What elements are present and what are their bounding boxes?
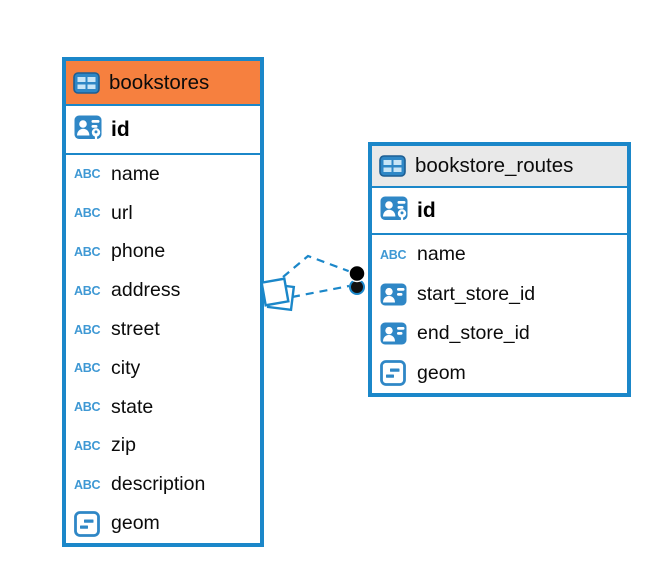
field-name: city bbox=[111, 356, 141, 379]
primary-key-icon bbox=[74, 115, 105, 144]
table-icon bbox=[379, 155, 406, 177]
text-type-icon: ABC bbox=[74, 438, 101, 453]
text-type-icon: ABC bbox=[74, 477, 101, 492]
text-type-icon: ABC bbox=[74, 206, 101, 221]
primary-key-icon bbox=[380, 196, 411, 225]
text-type-icon: ABC bbox=[74, 322, 101, 337]
field-row-zip[interactable]: ABC zip bbox=[66, 427, 260, 466]
field-row-start-store-id[interactable]: start_store_id bbox=[372, 275, 627, 315]
field-name: name bbox=[417, 243, 466, 266]
field-name: description bbox=[111, 473, 206, 496]
relation-squares-marker[interactable] bbox=[260, 277, 296, 312]
field-name: zip bbox=[111, 434, 136, 457]
field-row-id[interactable]: id bbox=[372, 188, 627, 235]
field-name: end_store_id bbox=[417, 322, 530, 345]
field-name: street bbox=[111, 318, 160, 341]
relationship-connector[interactable] bbox=[248, 238, 378, 328]
field-name: name bbox=[111, 162, 160, 185]
field-row-id[interactable]: id bbox=[66, 106, 260, 155]
field-row-name[interactable]: ABC name bbox=[66, 155, 260, 194]
field-name: geom bbox=[417, 361, 466, 384]
field-row-description[interactable]: ABC description bbox=[66, 465, 260, 504]
table-header-bookstore-routes[interactable]: bookstore_routes bbox=[372, 146, 627, 188]
table-bookstore-routes[interactable]: bookstore_routes id ABC name start_store… bbox=[368, 142, 631, 397]
relation-endpoint-marker[interactable] bbox=[348, 264, 366, 295]
field-name: start_store_id bbox=[417, 282, 536, 305]
text-type-icon: ABC bbox=[74, 283, 101, 298]
relationship-line-upper[interactable] bbox=[282, 254, 352, 278]
text-type-icon: ABC bbox=[74, 400, 101, 415]
field-name: address bbox=[111, 279, 181, 302]
table-title: bookstores bbox=[109, 70, 210, 94]
field-row-geom[interactable]: geom bbox=[372, 354, 627, 394]
text-type-icon: ABC bbox=[380, 247, 407, 262]
field-name: url bbox=[111, 201, 133, 224]
field-row-address[interactable]: ABC address bbox=[66, 271, 260, 310]
text-type-icon: ABC bbox=[74, 361, 101, 376]
field-name: id bbox=[111, 117, 130, 141]
field-row-street[interactable]: ABC street bbox=[66, 310, 260, 349]
field-row-url[interactable]: ABC url bbox=[66, 194, 260, 233]
geometry-type-icon bbox=[380, 360, 406, 386]
table-title: bookstore_routes bbox=[415, 154, 574, 177]
field-row-geom[interactable]: geom bbox=[66, 504, 260, 543]
field-row-phone[interactable]: ABC phone bbox=[66, 233, 260, 272]
table-bookstores[interactable]: bookstores id ABC name ABC url ABC phone… bbox=[62, 57, 264, 547]
table-header-bookstores[interactable]: bookstores bbox=[66, 61, 260, 106]
field-name: state bbox=[111, 395, 154, 418]
text-type-icon: ABC bbox=[74, 167, 101, 182]
field-row-end-store-id[interactable]: end_store_id bbox=[372, 314, 627, 354]
foreign-key-person-icon bbox=[380, 283, 407, 306]
field-row-city[interactable]: ABC city bbox=[66, 349, 260, 388]
field-name: id bbox=[417, 198, 436, 222]
foreign-key-person-icon bbox=[380, 322, 407, 345]
text-type-icon: ABC bbox=[74, 244, 101, 259]
relationship-line-lower[interactable] bbox=[291, 284, 350, 299]
table-icon bbox=[73, 72, 100, 94]
field-row-name[interactable]: ABC name bbox=[372, 235, 627, 275]
field-name: phone bbox=[111, 240, 166, 263]
field-row-state[interactable]: ABC state bbox=[66, 388, 260, 427]
field-name: geom bbox=[111, 512, 160, 535]
geometry-type-icon bbox=[74, 511, 100, 537]
